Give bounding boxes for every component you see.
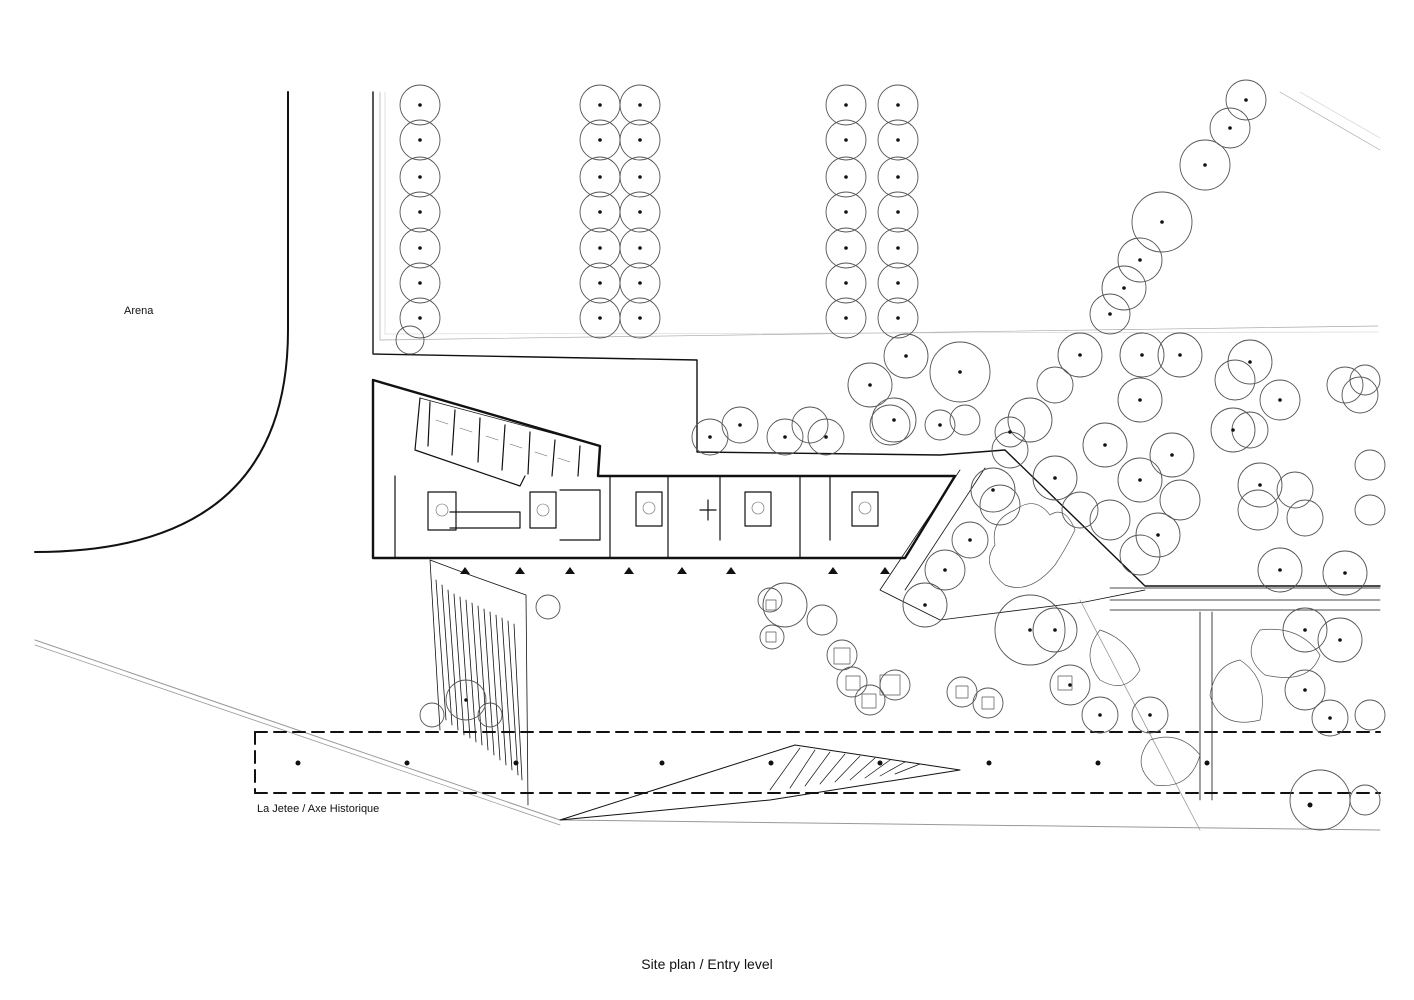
planted-strip — [879, 467, 1381, 831]
tree-rows — [395, 84, 919, 355]
hatched-wedge — [559, 744, 961, 821]
arena-boundary — [34, 91, 289, 553]
planters — [765, 599, 1073, 710]
diagonal-tree-row — [1089, 79, 1267, 335]
tree-trunks — [418, 98, 1347, 720]
arena-label: Arena — [124, 305, 154, 317]
park-trees — [419, 332, 1386, 831]
drawing-caption: Site plan / Entry level — [641, 956, 773, 972]
ramp-structure — [429, 559, 529, 806]
promenade-label: La Jetee / Axe Historique — [257, 803, 380, 815]
entrance-markers — [460, 567, 890, 574]
promenade-band — [254, 731, 1381, 794]
street-edge — [34, 639, 1381, 831]
planting-beds — [989, 503, 1321, 786]
site-boundary — [372, 91, 1381, 587]
